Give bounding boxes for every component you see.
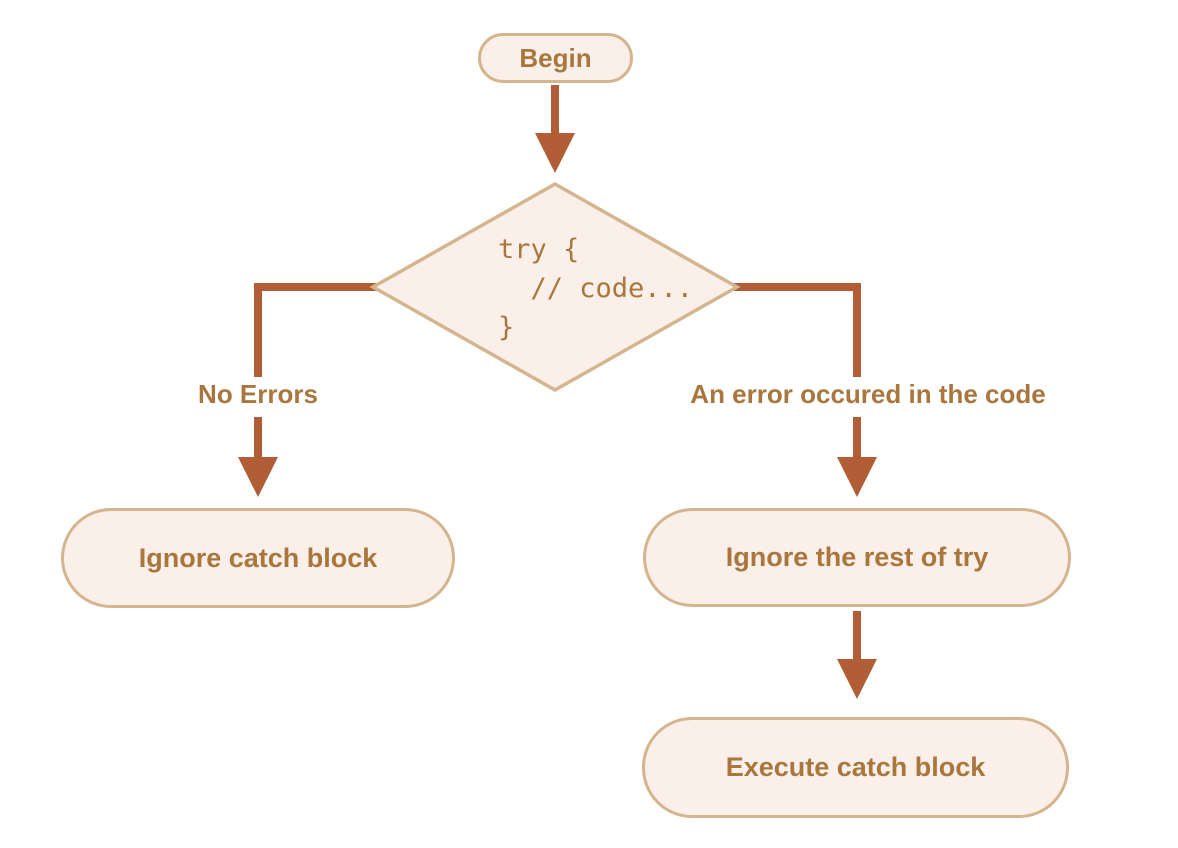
error-elbow-connector	[732, 283, 861, 377]
rest-to-catch-arrow	[837, 611, 877, 699]
ignore-rest-of-try-label: Ignore the rest of try	[725, 542, 989, 572]
no-errors-elbow-connector	[254, 283, 378, 377]
try-block-diamond	[369, 181, 741, 393]
execute-catch-block-node: Execute catch block	[642, 717, 1069, 818]
ignore-catch-block-label: Ignore catch block	[138, 542, 378, 573]
begin-node: Begin	[478, 33, 633, 83]
no-errors-label: No Errors	[198, 379, 318, 409]
begin-to-try-arrow	[535, 85, 575, 173]
try-code-text: try { // code... }	[498, 234, 694, 343]
error-occurred-label: An error occured in the code	[690, 379, 1046, 409]
begin-node-label: Begin	[519, 42, 592, 73]
execute-catch-block-label: Execute catch block	[725, 752, 986, 782]
ignore-rest-of-try-node: Ignore the rest of try	[643, 508, 1071, 607]
error-arrow	[837, 417, 877, 497]
ignore-catch-block-node: Ignore catch block	[61, 508, 455, 608]
no-errors-arrow	[238, 417, 278, 497]
